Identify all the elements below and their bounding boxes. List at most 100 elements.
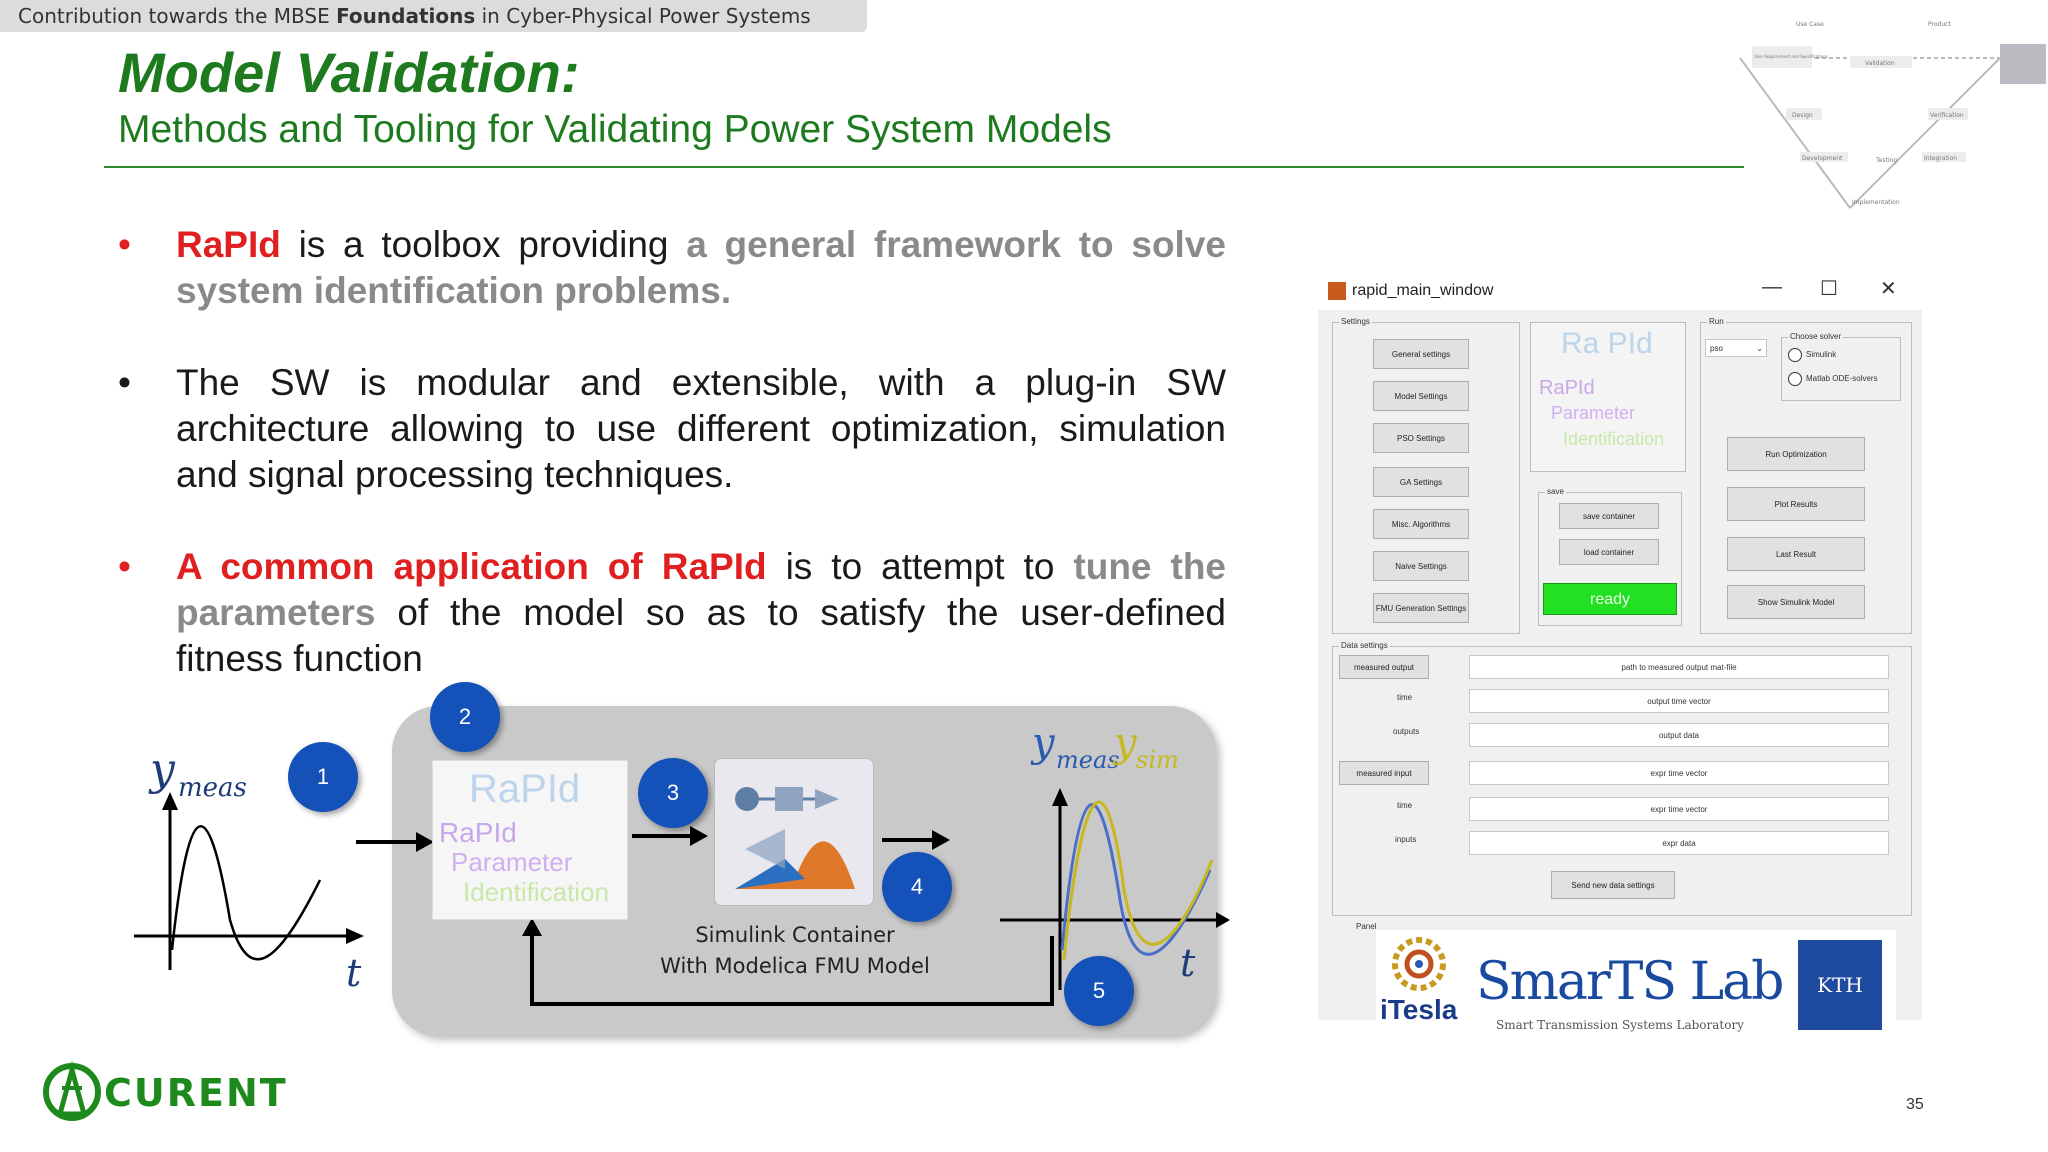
measured-input-button[interactable]: measured input: [1339, 761, 1429, 785]
flow-arrows: [356, 826, 1054, 1006]
plot-results-button[interactable]: Plot Results: [1727, 487, 1865, 521]
simulink-radio[interactable]: [1788, 348, 1802, 362]
measured-output-button[interactable]: measured output: [1339, 655, 1429, 679]
step-4-badge: 4: [882, 852, 952, 922]
last-result-button[interactable]: Last Result: [1727, 537, 1865, 571]
slide-title: Model Validation:: [118, 41, 580, 104]
pso-settings-button[interactable]: PSO Settings: [1373, 423, 1469, 453]
rapid-name: RaPId: [176, 224, 281, 265]
simulink-option: Simulink: [1806, 350, 1837, 359]
general-settings-button[interactable]: General settings: [1373, 339, 1469, 369]
ymeas-right-sub: meas: [1056, 746, 1120, 774]
input-time-field[interactable]: expr time vector: [1469, 761, 1889, 785]
window-body: Settings General settings Model Settings…: [1318, 310, 1922, 1040]
bullet-1-text: is a toolbox providing: [280, 224, 687, 265]
naive-settings-button[interactable]: Naive Settings: [1373, 551, 1469, 581]
chevron-down-icon: ⌄: [1756, 344, 1763, 353]
bullet-list: • RaPId is a toolbox providing a general…: [118, 222, 1226, 728]
t-label-left: t: [346, 951, 362, 995]
ymeas-label: y: [148, 744, 176, 795]
v-label-5: Integration: [1924, 155, 1957, 162]
rapid-tool-logo: Ra PId RaPId Parameter Identification: [1530, 322, 1686, 472]
tool-logo-big: Ra PId: [1561, 327, 1653, 360]
rapid-logo-big: RaPId: [469, 767, 581, 811]
bullet-dot: •: [118, 546, 131, 587]
tool-logo-line1: RaPId: [1539, 377, 1595, 399]
matlab-app-icon: [1328, 282, 1346, 300]
slide-subtitle: Methods and Tooling for Validating Power…: [118, 108, 1112, 151]
bullet-2-text: The SW is modular and extensible, with a…: [176, 362, 1226, 495]
bullet-2: • The SW is modular and extensible, with…: [118, 360, 1226, 498]
simulink-container-label: Simulink Container With Modelica FMU Mod…: [650, 920, 940, 982]
smarts-lab-logo: SmarTS Lab: [1476, 952, 1784, 1012]
data-settings-label: Data settings: [1339, 641, 1390, 650]
v-label-4: Development: [1802, 155, 1843, 162]
v-label-7: Implementation: [1852, 199, 1900, 206]
bullet-3-text2: of the model so as to satisfy the user-d…: [176, 592, 1226, 679]
v-label-8: Use Case: [1796, 21, 1824, 28]
settings-label: Settings: [1339, 317, 1372, 326]
ode-solver-option: Matlab ODE-solvers: [1806, 374, 1878, 383]
output-data-field[interactable]: output data: [1469, 723, 1889, 747]
run-optimization-button[interactable]: Run Optimization: [1727, 437, 1865, 471]
fmu-generation-button[interactable]: FMU Generation Settings: [1373, 593, 1469, 623]
ysim-sub: sim: [1136, 746, 1179, 774]
v-label-6: Testing: [1875, 157, 1897, 164]
output-time-field[interactable]: output time vector: [1469, 689, 1889, 713]
show-simulink-model-button[interactable]: Show Simulink Model: [1727, 585, 1865, 619]
misc-algorithms-button[interactable]: Misc. Algorithms: [1373, 509, 1469, 539]
panel-label: Panel: [1356, 922, 1377, 931]
header-banner: Contribution towards the MBSE Foundation…: [0, 0, 867, 32]
load-container-button[interactable]: load container: [1559, 539, 1659, 565]
minimize-icon[interactable]: —: [1762, 276, 1782, 298]
t-label-right: t: [1180, 941, 1196, 985]
ode-solver-radio[interactable]: [1788, 372, 1802, 386]
input-data-field[interactable]: expr data: [1469, 831, 1889, 855]
ga-settings-button[interactable]: GA Settings: [1373, 467, 1469, 497]
save-group: save save container load container ready: [1538, 487, 1682, 626]
rapid-logo: RaPId RaPId Parameter Identification: [432, 760, 628, 920]
input-time-label: time: [1397, 801, 1413, 810]
v-label-3: Verification: [1930, 112, 1964, 119]
window-title: rapid_main_window: [1352, 282, 1494, 299]
model-settings-button[interactable]: Model Settings: [1373, 381, 1469, 411]
algorithm-select-value: pso: [1710, 344, 1723, 353]
tool-logo-line3: Identification: [1563, 429, 1665, 449]
rapid-logo-line3: Identification: [463, 877, 609, 907]
run-group: Run pso ⌄ Choose solver Simulink Matlab …: [1700, 317, 1912, 634]
sim-label-line1: Simulink Container: [695, 923, 895, 947]
algorithm-select[interactable]: pso ⌄: [1705, 339, 1767, 357]
measured-output-path-field[interactable]: path to measured output mat-file: [1469, 655, 1889, 679]
banner-bold: Foundations: [336, 4, 476, 28]
ymeas-sub: meas: [178, 773, 247, 803]
result-signal-plot: y meas y sim t: [1000, 720, 1230, 990]
partner-logos: iTesla SmarTS Lab Smart Transmission Sys…: [1376, 930, 1896, 1040]
save-label: save: [1545, 487, 1566, 496]
settings-group: Settings General settings Model Settings…: [1332, 317, 1520, 634]
rapid-flow-diagram: y meas t 1 2 3 4 5 RaPId RaPId Parameter…: [120, 682, 1230, 1060]
maximize-icon[interactable]: ☐: [1820, 278, 1838, 300]
rapid-main-window: rapid_main_window — ☐ ✕ Settings General…: [1318, 272, 1922, 1040]
banner-suffix: in Cyber-Physical Power Systems: [475, 4, 811, 28]
bullet-3: • A common application of RaPId is to at…: [118, 544, 1226, 682]
step-5-badge: 5: [1064, 956, 1134, 1026]
save-container-button[interactable]: save container: [1559, 503, 1659, 529]
rapid-logo-line1: RaPId: [439, 817, 517, 848]
time-label: time: [1397, 693, 1413, 702]
window-titlebar: rapid_main_window — ☐ ✕: [1318, 272, 1922, 310]
v-label-9: Product: [1928, 21, 1951, 28]
run-label: Run: [1707, 317, 1726, 326]
step-1-badge: 1: [288, 742, 358, 812]
input-time-vector-field[interactable]: expr time vector: [1469, 797, 1889, 821]
ysim-label: y: [1112, 720, 1138, 766]
bullet-1-highlight: a general framework to solve system iden…: [176, 224, 1226, 311]
kth-logo: KTH: [1798, 940, 1882, 1030]
ready-status: ready: [1543, 583, 1677, 615]
close-icon[interactable]: ✕: [1880, 278, 1897, 300]
send-data-settings-button[interactable]: Send new data settings: [1551, 871, 1675, 899]
v-label-2: Design: [1792, 112, 1813, 119]
inputs-label: inputs: [1395, 835, 1417, 844]
solver-group: Choose solver Simulink Matlab ODE-solver…: [1781, 332, 1901, 401]
curent-logo-text: CURENT: [104, 1071, 288, 1115]
bullet-dot: •: [118, 224, 131, 265]
